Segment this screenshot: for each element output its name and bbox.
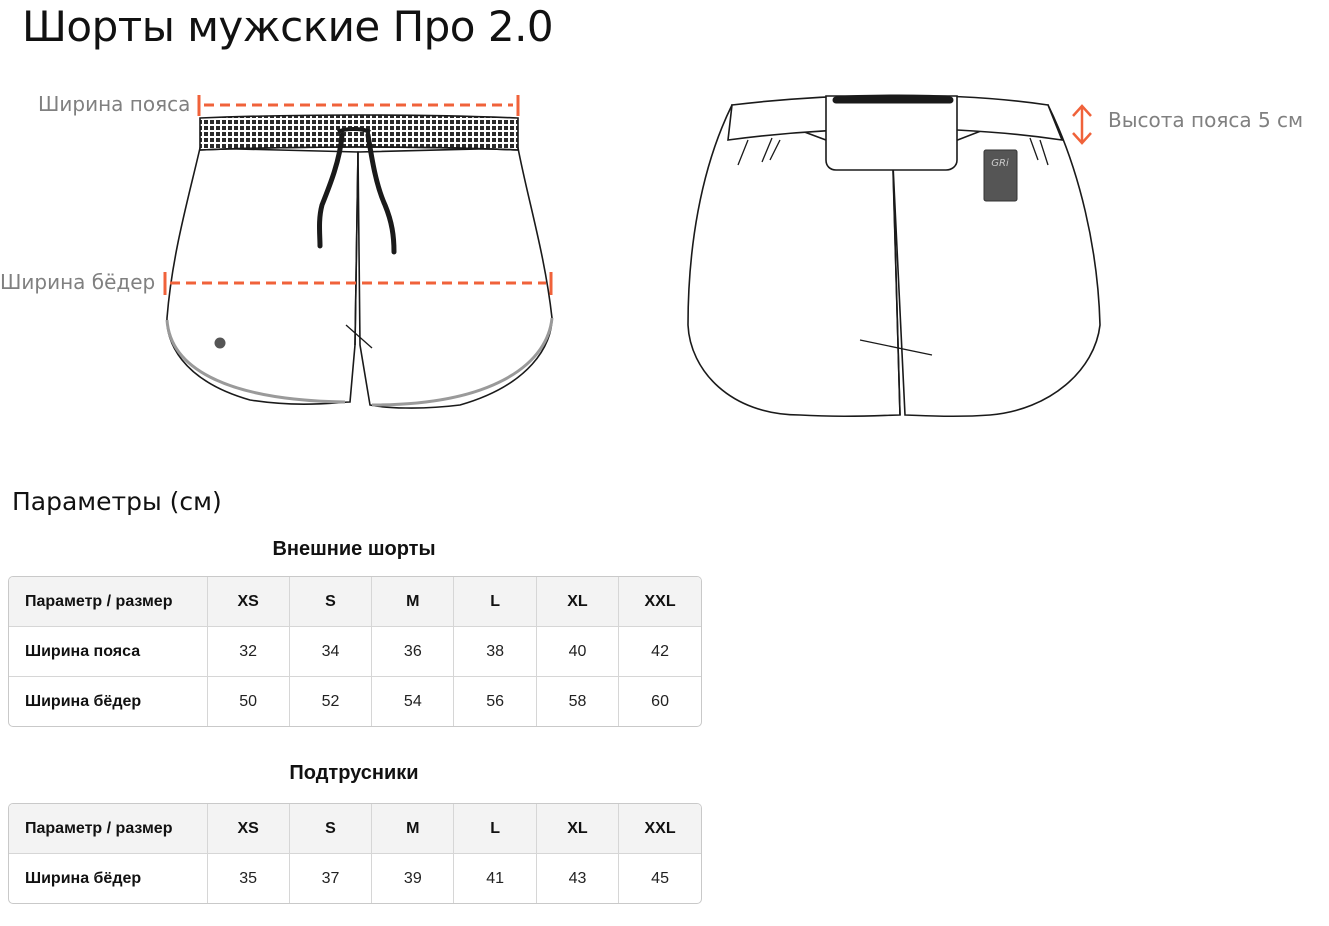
- header-cell: Параметр / размер: [9, 577, 208, 627]
- waist-height-label: Высота пояса 5 см: [1108, 108, 1304, 132]
- shorts-front-view: [163, 95, 554, 409]
- outer-shorts-size-table: Параметр / размер XS S M L XL XXL Ширина…: [8, 576, 702, 727]
- params-title: Параметры (см): [12, 487, 222, 516]
- table-cell: 54: [371, 676, 455, 726]
- table-cell: 42: [618, 626, 701, 677]
- hip-width-label: Ширина бёдер: [0, 270, 156, 294]
- table-cell: 58: [536, 676, 620, 726]
- waist-width-label: Ширина пояса: [38, 92, 191, 116]
- table-header-row: Параметр / размер XS S M L XL XXL: [9, 577, 701, 627]
- table-cell: 37: [289, 853, 373, 903]
- header-cell: L: [453, 577, 537, 627]
- table-cell: 36: [371, 626, 455, 677]
- header-cell: L: [453, 804, 537, 854]
- header-cell: XS: [207, 804, 290, 854]
- header-cell: XXL: [618, 804, 701, 854]
- table-row: Ширина пояса 32 34 36 38 40 42: [9, 626, 701, 677]
- row-label: Ширина бёдер: [9, 676, 208, 726]
- table-cell: 32: [207, 626, 290, 677]
- shorts-diagram: GRi: [163, 94, 1101, 418]
- page-title: Шорты мужские Про 2.0: [22, 2, 554, 51]
- header-cell: M: [371, 577, 455, 627]
- table-cell: 56: [453, 676, 537, 726]
- header-cell: XL: [536, 577, 620, 627]
- waist-height-arrow-icon: [1072, 104, 1092, 145]
- header-cell: M: [371, 804, 455, 854]
- header-cell: S: [289, 804, 373, 854]
- table-cell: 52: [289, 676, 373, 726]
- table-header-row: Параметр / размер XS S M L XL XXL: [9, 804, 701, 854]
- table-cell: 40: [536, 626, 620, 677]
- table-cell: 45: [651, 869, 669, 887]
- outer-shorts-caption: Внешние шорты: [272, 538, 436, 560]
- header-cell: S: [289, 577, 373, 627]
- row-label: Ширина пояса: [9, 626, 208, 677]
- shorts-back-view: GRi: [687, 94, 1101, 418]
- header-cell: Параметр / размер: [9, 804, 208, 854]
- liner-caption: Подтрусники: [289, 762, 419, 784]
- table-row: Ширина бёдер 35 37 39 41 43 45: [9, 853, 701, 903]
- liner-size-table: Параметр / размер XS S M L XL XXL Ширина…: [8, 803, 702, 904]
- table-cell: 60: [651, 692, 669, 710]
- table-cell: 41: [453, 853, 537, 903]
- brand-tag-text: GRi: [991, 158, 1009, 169]
- row-label: Ширина бёдер: [9, 853, 208, 903]
- table-cell: 39: [371, 853, 455, 903]
- header-cell: XXL: [618, 577, 701, 627]
- table-cell: 38: [453, 626, 537, 677]
- table-row: Ширина бёдер 50 52 54 56 58 60: [9, 676, 701, 726]
- table-cell: 34: [289, 626, 373, 677]
- table-cell: 35: [207, 853, 290, 903]
- table-cell: 43: [536, 853, 620, 903]
- table-cell: 50: [207, 676, 290, 726]
- header-cell: XS: [207, 577, 290, 627]
- header-cell: XL: [536, 804, 620, 854]
